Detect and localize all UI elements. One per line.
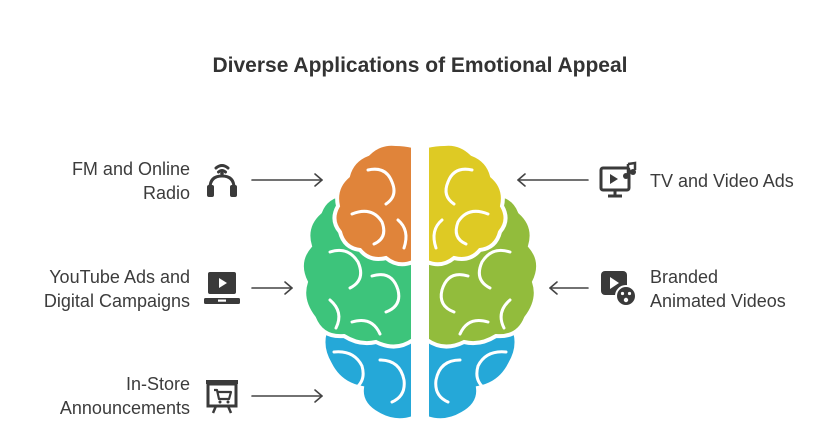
label-in-store-announcements: In-Store Announcements bbox=[59, 374, 190, 418]
arrow-in-store bbox=[251, 389, 323, 403]
arrow-youtube bbox=[251, 281, 293, 295]
page-title: Diverse Applications of Emotional Appeal bbox=[212, 54, 628, 77]
arrow-animated bbox=[549, 281, 589, 295]
label-tv-video-ads: TV and Video Ads bbox=[650, 171, 794, 191]
label-fm-online-radio: FM and Online Radio bbox=[71, 159, 190, 203]
store-cart-icon bbox=[206, 380, 238, 414]
video-laptop-icon bbox=[204, 272, 240, 304]
tv-music-icon bbox=[599, 161, 637, 198]
label-youtube-digital-campaigns: YouTube Ads and Digital Campaigns bbox=[43, 267, 190, 311]
brain-folds bbox=[328, 167, 512, 404]
brain-left-green-lobe bbox=[299, 191, 415, 349]
brain-right-olive-lobe bbox=[425, 191, 541, 349]
label-branded-animated-videos: Branded Animated Videos bbox=[650, 267, 786, 311]
arrow-radio bbox=[251, 173, 323, 187]
brain-right-yellow-lobe bbox=[425, 141, 508, 267]
radio-headphones-icon bbox=[207, 164, 237, 197]
animated-video-icon bbox=[601, 271, 637, 307]
arrow-tv bbox=[517, 173, 589, 187]
brain-left-orange-lobe bbox=[332, 141, 415, 267]
